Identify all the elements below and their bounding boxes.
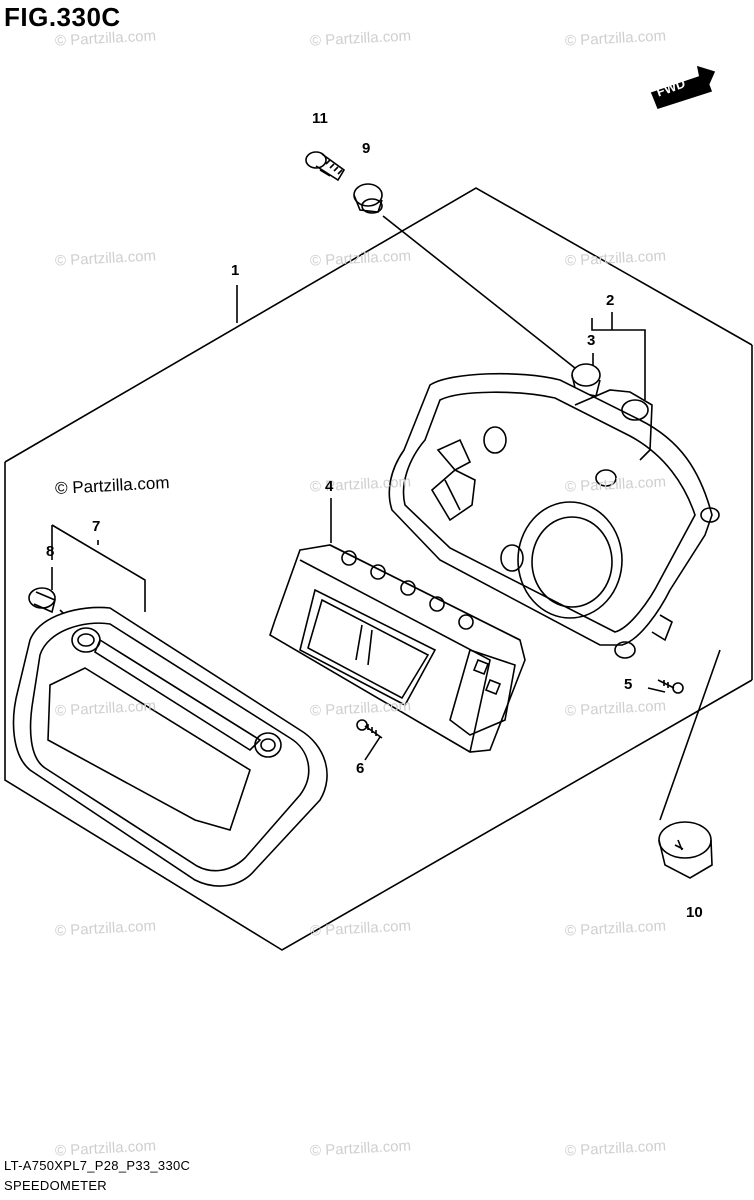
- meter-cover-7: [12, 606, 328, 887]
- assembly-outline: [4, 187, 753, 463]
- callout-6: 6: [356, 760, 365, 777]
- meter-case-2: [388, 372, 720, 659]
- figure-code: LT-A750XPL7_P28_P33_330C: [4, 1158, 191, 1173]
- callout-4: 4: [325, 478, 334, 495]
- screw-5: [657, 679, 684, 694]
- callout-9: 9: [362, 140, 371, 157]
- washer-9: [353, 183, 383, 214]
- screw-6: [356, 719, 383, 739]
- display-module-4: [269, 544, 526, 753]
- callout-7: 7: [92, 518, 101, 535]
- callout-3: 3: [587, 332, 596, 349]
- screw-8: [28, 587, 56, 614]
- bolt-11: [305, 151, 346, 182]
- socket-10: [658, 821, 713, 879]
- callout-11: 11: [312, 110, 328, 127]
- callout-5: 5: [624, 676, 633, 693]
- callout-8: 8: [46, 543, 55, 560]
- figure-title: FIG.330C: [4, 2, 121, 32]
- callout-1: 1: [231, 262, 240, 279]
- callout-10: 10: [686, 904, 703, 921]
- callout-2: 2: [606, 292, 615, 309]
- figure-name: SPEEDOMETER: [4, 1178, 107, 1193]
